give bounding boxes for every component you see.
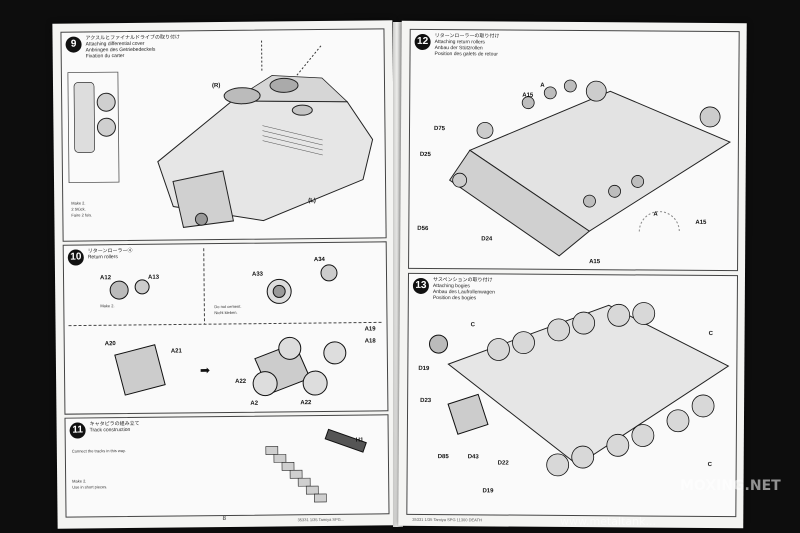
- part-label: C: [707, 461, 713, 468]
- step-13-panel: 13 サスペンションの取り付け Attaching bogies Anbau d…: [406, 272, 738, 518]
- page-number: 8: [222, 516, 226, 523]
- step-11-panel: 11 キャタピラの組み立て Track construction H1 Conn…: [64, 414, 390, 518]
- hull-rear-illustration: [67, 40, 374, 228]
- step-9-panel: 9 アクスルとファイナルドライブの取り付け Attaching differen…: [60, 28, 387, 242]
- part-label: A18: [364, 338, 376, 345]
- gutter: [393, 22, 403, 527]
- part-label: A: [540, 82, 545, 89]
- part-label: A12: [100, 275, 112, 282]
- part-label: H1: [355, 437, 364, 444]
- left-page: 9 アクスルとファイナルドライブの取り付け Attaching differen…: [52, 20, 398, 529]
- part-label: D43: [467, 454, 479, 461]
- watermark-url: www.metaltank...: [560, 515, 656, 528]
- part-label: (L): [308, 198, 316, 205]
- part-label: A: [653, 211, 658, 218]
- bogies-illustration: [429, 302, 730, 477]
- part-label: (R): [211, 83, 221, 90]
- part-label: C: [708, 330, 713, 337]
- page-footer: 35331 1/35 Tamiya SPG...: [297, 516, 345, 523]
- hull-underside-illustration: [448, 79, 732, 257]
- note-text: Nicht kleben.: [214, 309, 238, 316]
- page-footer: 35331 1/35 Tamiya SPG 11300 DEATH: [412, 516, 482, 523]
- step-10-panel: 10 リターンローラー④ Return rollers ➡: [62, 241, 389, 415]
- part-label: D22: [497, 460, 509, 467]
- note-text: Make 2.: [72, 478, 87, 484]
- part-label: C: [470, 322, 476, 329]
- note-text: 2 Stück.: [71, 206, 86, 212]
- part-label: A21: [170, 348, 182, 355]
- part-label: A19: [364, 326, 376, 333]
- part-label: A22: [300, 400, 312, 407]
- part-label: D23: [420, 397, 432, 405]
- part-label: A15: [522, 92, 534, 99]
- part-label: A2: [250, 400, 259, 407]
- part-label: D24: [481, 236, 493, 243]
- note-text: Make 2.: [100, 303, 115, 309]
- booklet-spread: 9 アクスルとファイナルドライブの取り付け Attaching differen…: [52, 20, 747, 529]
- svg-text:➡: ➡: [200, 363, 210, 377]
- part-label: A34: [313, 256, 325, 264]
- part-label: D75: [433, 126, 446, 133]
- note-text: Do not cement.: [214, 303, 242, 310]
- watermark-logo: MOXING.NET: [680, 478, 781, 494]
- note-text: Use in short pieces.: [72, 484, 108, 490]
- step-12-panel: 12 リターンローラーの取り付け Attaching return roller…: [408, 28, 740, 272]
- part-label: D19: [482, 488, 494, 495]
- part-label: A33: [251, 271, 264, 278]
- rollers-and-bogie-illustration: ➡: [68, 248, 383, 397]
- part-label: A15: [589, 259, 601, 266]
- part-label: A13: [147, 274, 160, 281]
- part-label: A15: [695, 219, 707, 226]
- part-label: A22: [235, 378, 247, 385]
- note-text: Faire 2 fois.: [71, 212, 93, 218]
- part-label: D25: [419, 151, 431, 159]
- track-illustration: [265, 428, 367, 503]
- part-label: A20: [104, 341, 116, 348]
- note-text: Make 2.: [71, 200, 86, 206]
- part-label: D56: [417, 225, 429, 232]
- note-text: Connect the tracks in this way.: [71, 448, 126, 454]
- right-page: 12 リターンローラーの取り付け Attaching return roller…: [398, 20, 747, 529]
- part-label: D19: [418, 365, 430, 373]
- part-label: D85: [437, 454, 449, 461]
